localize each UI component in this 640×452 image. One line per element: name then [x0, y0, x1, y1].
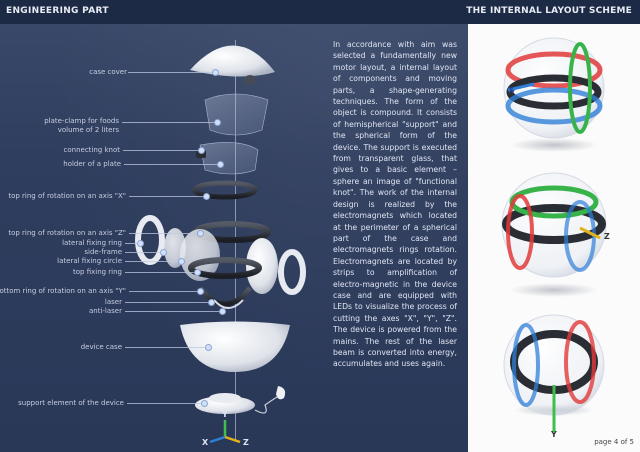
- label-device-case: device case: [80, 343, 122, 351]
- label-plate-clamp: plate-clamp for foods: [44, 117, 119, 125]
- callout-dot: [194, 269, 201, 276]
- label-side-frame: side-frame: [84, 248, 122, 256]
- callout-dot: [217, 161, 224, 168]
- label-connecting-knot: connecting knot: [63, 146, 120, 154]
- label-laser: laser: [104, 298, 122, 306]
- case-cover-part: [190, 45, 275, 77]
- callout-dot: [160, 249, 167, 256]
- callout-dot: [203, 193, 210, 200]
- leader-line: [125, 261, 180, 262]
- leader-line: [129, 233, 199, 234]
- scheme-axis-y-label: Y: [551, 430, 557, 439]
- sphere-scheme-2: [501, 172, 607, 278]
- label-plate-volume: volume of 2 liters: [57, 126, 119, 134]
- leader-line: [128, 72, 214, 73]
- callout-dot: [205, 344, 212, 351]
- label-holder-plate: holder of a plate: [63, 160, 121, 168]
- callout-dot: [178, 258, 185, 265]
- label-support-element: support element of the device: [18, 399, 124, 407]
- plate-clamp-part: [204, 93, 269, 136]
- label-ring-x: top ring of rotation on an axis "X": [8, 192, 126, 200]
- leader-line: [125, 347, 207, 348]
- callout-dot: [197, 288, 204, 295]
- ring-x-part: [192, 180, 258, 200]
- callout-dot: [212, 69, 219, 76]
- leader-line: [125, 243, 139, 244]
- label-lateral-fixing-circle: lateral fixing circle: [57, 257, 122, 265]
- label-ring-z: top ring of rotation on an axis "Z": [8, 229, 126, 237]
- layout-scheme-illustrations: [501, 37, 607, 432]
- leader-line: [129, 291, 199, 292]
- axis-z-label: Z: [243, 438, 249, 447]
- callout-dot: [198, 147, 205, 154]
- section-title: ENGINEERING PART: [6, 6, 109, 16]
- exploded-assembly-illustration: [135, 45, 306, 444]
- header-bar: [0, 0, 640, 24]
- label-ring-y: bottom ring of rotation on an axis "Y": [0, 287, 126, 295]
- leader-line: [125, 272, 196, 273]
- scheme-axis-x-label: X: [508, 86, 515, 95]
- callout-dot: [201, 400, 208, 407]
- support-element-part: [195, 396, 255, 414]
- scheme-axis-z-label: Z: [604, 232, 610, 241]
- callout-dot: [208, 299, 215, 306]
- callout-dot: [214, 119, 221, 126]
- scheme-title: THE INTERNAL LAYOUT SCHEME: [466, 6, 632, 16]
- label-case-cover: case cover: [89, 68, 127, 76]
- label-top-fixing-ring: top fixing ring: [73, 268, 122, 276]
- leader-line: [127, 403, 203, 404]
- leader-line: [129, 196, 205, 197]
- callout-dot: [219, 308, 226, 315]
- leader-line: [125, 311, 221, 312]
- leader-line: [122, 122, 216, 123]
- leader-line: [125, 252, 162, 253]
- axis-y-label: Y: [222, 410, 228, 419]
- label-lateral-fixing-ring: lateral fixing ring: [62, 239, 122, 247]
- design-description: In accordance with aim was selected a fu…: [333, 40, 457, 369]
- callout-dot: [197, 230, 204, 237]
- label-anti-laser: anti-laser: [88, 307, 122, 315]
- axis-x-label: X: [202, 438, 209, 447]
- leader-line: [125, 302, 210, 303]
- holder-plate-part: [199, 142, 259, 175]
- callout-dot: [137, 240, 144, 247]
- leader-line: [123, 150, 200, 151]
- page-number: page 4 of 5: [594, 438, 634, 446]
- leader-line: [124, 164, 219, 165]
- device-case-part: [180, 321, 290, 372]
